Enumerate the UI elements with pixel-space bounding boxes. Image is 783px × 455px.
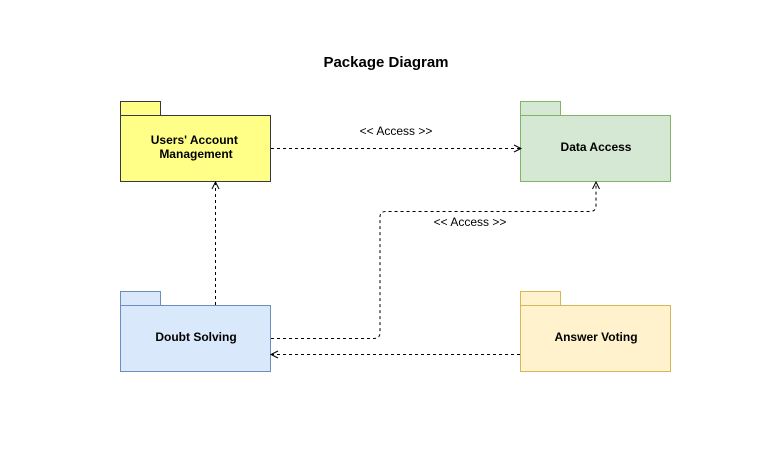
package-body: [520, 115, 671, 182]
open-arrowhead-icon: [269, 350, 279, 359]
package-body: [520, 305, 671, 372]
connector-line: [271, 182, 597, 339]
package-label: Answer Voting: [554, 330, 637, 344]
package-label: Data Access: [561, 140, 632, 154]
package-tab: [120, 291, 161, 306]
connector-label: << Access >>: [434, 215, 507, 229]
package-answer-voting[interactable]: Answer Voting: [520, 291, 671, 372]
connector-answer-voting-to-doubt-solving[interactable]: [269, 350, 520, 359]
connector-doubt-solving-to-users-account[interactable]: [211, 180, 220, 305]
package-body: [120, 305, 271, 372]
package-tab: [520, 101, 561, 116]
package-tab: [120, 101, 161, 116]
connector-label: << Access >>: [360, 124, 433, 138]
connector-doubt-solving-to-data-access[interactable]: << Access >>: [271, 180, 600, 339]
package-tab: [520, 291, 561, 306]
diagram-title: Package Diagram: [323, 54, 448, 71]
open-arrowhead-icon: [513, 144, 523, 153]
package-label-line-1: Users' Account: [151, 133, 238, 147]
open-arrowhead-icon: [592, 180, 600, 190]
connector-users-to-data-access[interactable]: << Access >>: [271, 124, 523, 153]
package-body: [120, 115, 271, 182]
package-label-line-2: Management: [159, 147, 232, 161]
open-arrowhead-icon: [211, 180, 220, 190]
package-label: Users' Account Management: [151, 133, 241, 161]
package-users-account-management[interactable]: Users' Account Management: [120, 101, 271, 182]
package-doubt-solving[interactable]: Doubt Solving: [120, 291, 271, 372]
package-data-access[interactable]: Data Access: [520, 101, 671, 182]
package-label: Doubt Solving: [155, 330, 236, 344]
